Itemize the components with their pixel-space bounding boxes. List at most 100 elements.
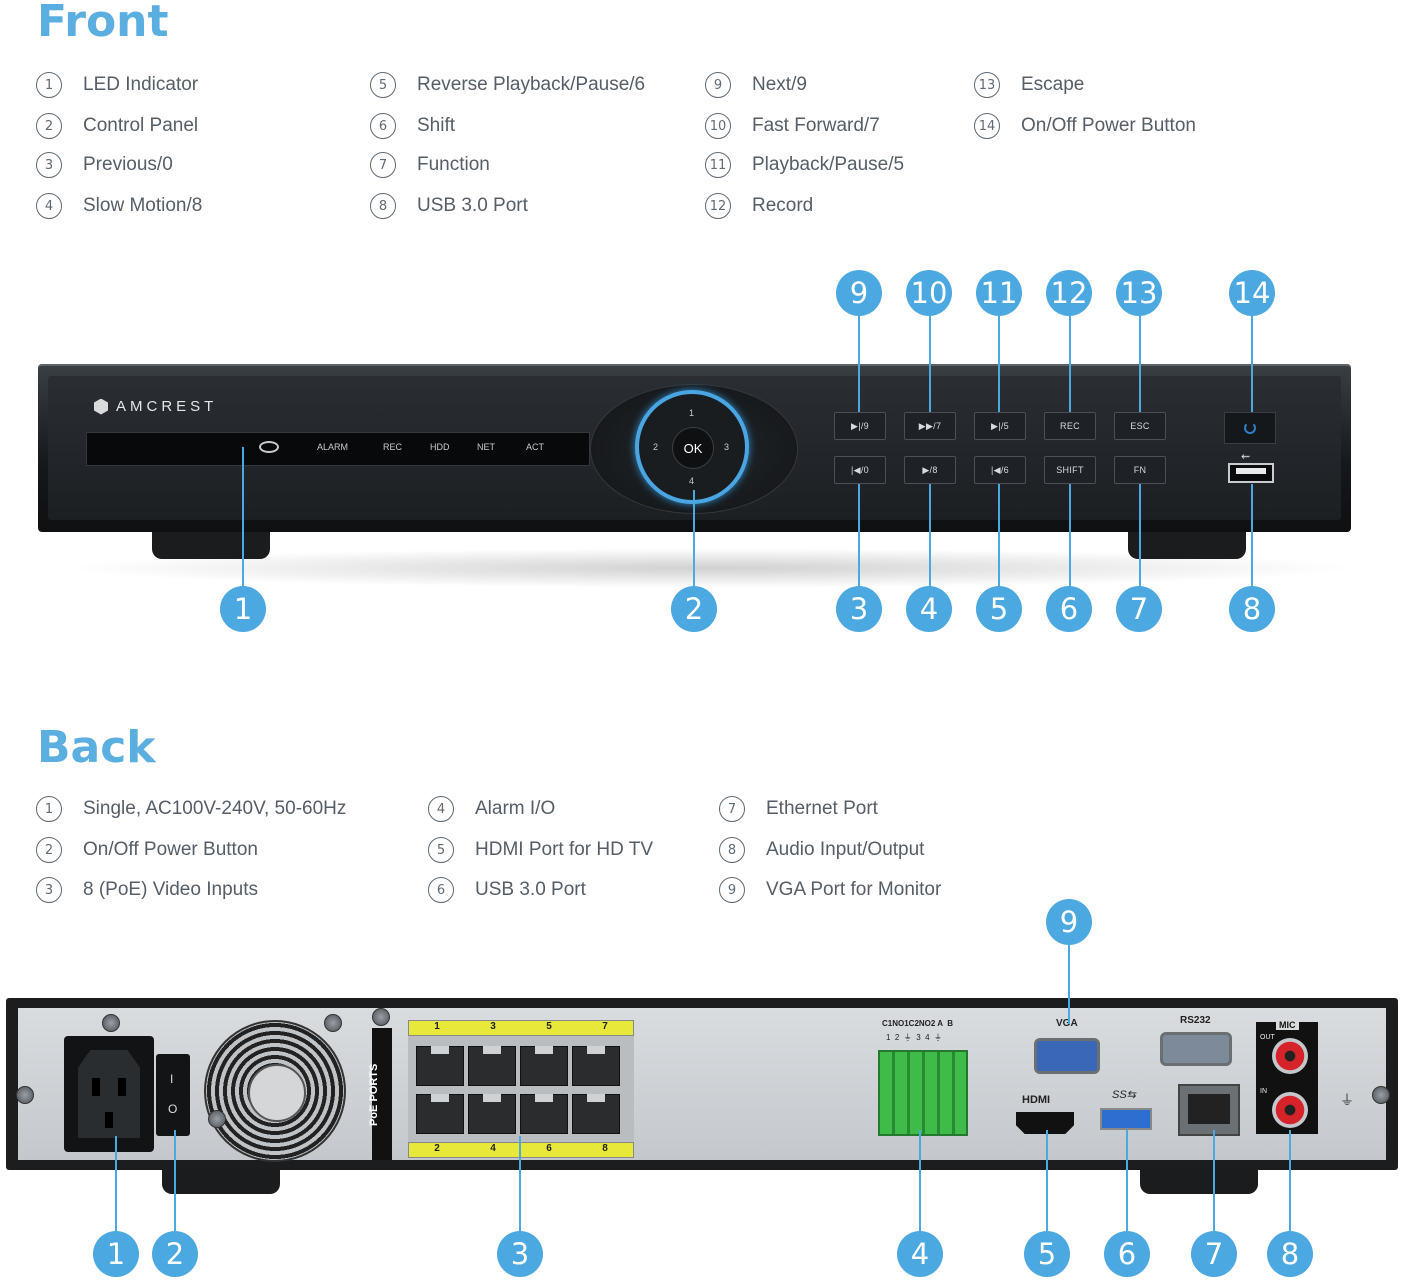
poe-port[interactable] (468, 1094, 516, 1134)
legend-number: 10 (705, 113, 731, 139)
button-fn[interactable]: FN (1114, 456, 1166, 484)
button-playback-pause[interactable]: ▶|/5 (974, 412, 1026, 440)
poe-bottom-labels: 2 4 6 8 (408, 1142, 634, 1158)
screw (324, 1014, 342, 1032)
arrow-right[interactable]: 3 (724, 442, 730, 452)
legend-number: 6 (370, 113, 396, 139)
back-callout-1: 1 (93, 1231, 139, 1277)
poe-port[interactable] (416, 1046, 464, 1086)
front-callout-8: 8 (1229, 586, 1275, 632)
legend-number: 7 (719, 796, 745, 822)
power-switch[interactable]: I O (156, 1054, 190, 1136)
legend-number: 13 (974, 72, 1000, 98)
button-fast-forward[interactable]: ▶▶/7 (904, 412, 956, 440)
legend-label: HDMI Port for HD TV (475, 839, 654, 860)
legend-number: 11 (705, 152, 731, 178)
legend-label: Slow Motion/8 (83, 195, 203, 216)
leader-line (1069, 316, 1071, 412)
poe-top-labels: 1 3 5 7 (408, 1020, 634, 1036)
leader-line (174, 1130, 176, 1232)
switch-off-label: O (168, 1102, 178, 1116)
vga-port[interactable] (1034, 1038, 1100, 1074)
leader-line (858, 316, 860, 412)
ok-button[interactable]: OK (672, 427, 714, 469)
alarm-header: C1NO1C2NO2 A B (882, 1019, 953, 1028)
legend-label: Function (417, 154, 490, 175)
poe-port[interactable] (520, 1046, 568, 1086)
usb3-label: SS⇆ (1112, 1089, 1136, 1101)
back-callout-8: 8 (1267, 1231, 1313, 1277)
audio-in-jack[interactable] (1272, 1092, 1308, 1128)
power-inlet[interactable] (64, 1036, 154, 1152)
button-reverse-playback[interactable]: |◀/6 (974, 456, 1026, 484)
legend-label: Alarm I/O (475, 798, 556, 819)
leader-line (919, 1130, 921, 1232)
poe-port[interactable] (416, 1094, 464, 1134)
leader-line (1126, 1130, 1128, 1232)
button-record[interactable]: REC (1044, 412, 1096, 440)
poe-port[interactable] (572, 1046, 620, 1086)
indicator-net: NET (477, 442, 495, 452)
ethernet-port[interactable] (1178, 1084, 1240, 1136)
legend-number: 5 (428, 837, 454, 863)
back-legend-item-5: 5 HDMI Port for HD TV (428, 835, 653, 865)
arrow-down[interactable]: 4 (689, 476, 695, 486)
switch-on-label: I (170, 1072, 174, 1086)
hdmi-port[interactable] (1016, 1112, 1074, 1134)
leader-line (998, 484, 1000, 587)
indicator-hdd: HDD (430, 442, 450, 452)
rs232-port[interactable] (1160, 1032, 1232, 1066)
alarm-io-terminal[interactable] (878, 1050, 968, 1136)
button-slow-motion[interactable]: ▶/8 (904, 456, 956, 484)
legend-number: 8 (719, 837, 745, 863)
back-callout-2: 2 (152, 1231, 198, 1277)
button-next[interactable]: ▶|/9 (834, 412, 886, 440)
arrow-left[interactable]: 2 (653, 442, 659, 452)
legend-number: 2 (36, 837, 62, 863)
leader-line (1251, 484, 1253, 587)
legend-number: 3 (36, 152, 62, 178)
leader-line (1046, 1130, 1048, 1232)
button-shift[interactable]: SHIFT (1044, 456, 1096, 484)
control-ring[interactable]: 1 2 3 4 OK (635, 390, 749, 504)
legend-label: 8 (PoE) Video Inputs (83, 879, 258, 900)
leader-line (998, 316, 1000, 412)
power-button[interactable] (1224, 412, 1276, 444)
poe-port[interactable] (468, 1046, 516, 1086)
front-callout-6: 6 (1046, 586, 1092, 632)
leader-line (929, 316, 931, 412)
button-escape[interactable]: ESC (1114, 412, 1166, 440)
legend-number: 6 (428, 877, 454, 903)
button-previous[interactable]: |◀/0 (834, 456, 886, 484)
hdmi-label: HDMI (1022, 1094, 1051, 1106)
legend-label: Shift (417, 115, 456, 136)
audio-out-jack[interactable] (1272, 1038, 1308, 1074)
legend-label: Previous/0 (83, 154, 173, 175)
legend-number: 12 (705, 193, 731, 219)
back-callout-4: 4 (897, 1231, 943, 1277)
back-callout-9: 9 (1046, 899, 1092, 945)
mic-label: MIC (1276, 1020, 1299, 1030)
poe-port-label: 2 (434, 1143, 440, 1154)
usb-port[interactable] (1228, 463, 1274, 483)
screw (208, 1110, 226, 1128)
poe-port[interactable] (520, 1094, 568, 1134)
legend-number: 2 (36, 113, 62, 139)
usb3-port[interactable] (1100, 1108, 1152, 1130)
arrow-up[interactable]: 1 (689, 408, 695, 418)
back-device: I O PoE PORTS 1 3 5 7 2 4 6 8 C (6, 998, 1398, 1170)
legend-label: Fast Forward/7 (752, 115, 880, 136)
poe-port[interactable] (572, 1094, 620, 1134)
legend-label: Reverse Playback/Pause/6 (417, 74, 646, 95)
legend-label: Ethernet Port (766, 798, 878, 819)
ir-sensor-icon (259, 441, 279, 453)
usb-icon: ⇜ (1241, 450, 1251, 463)
